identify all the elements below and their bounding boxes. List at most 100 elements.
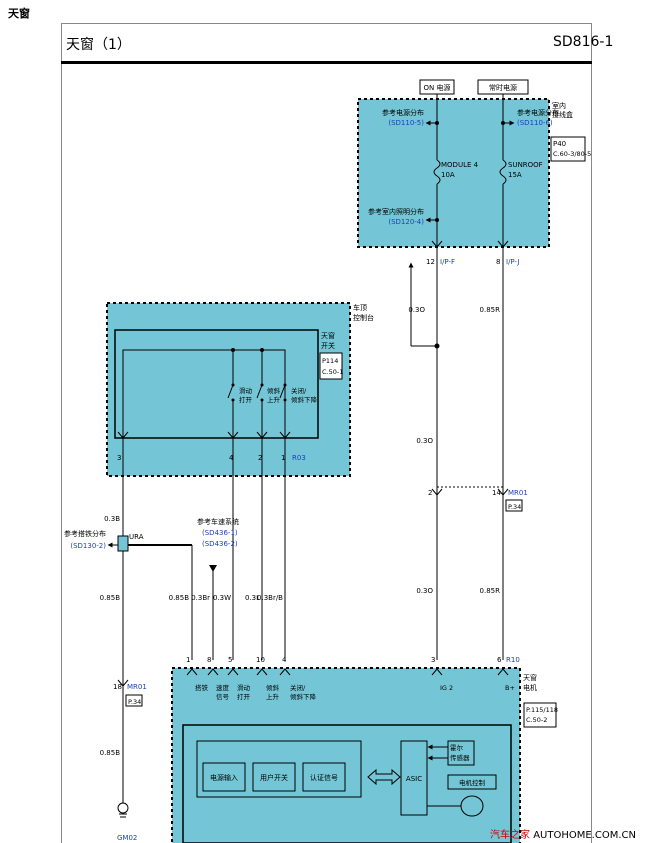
page-title: 天窗（1） [66, 37, 131, 53]
motor-ref-1: P.115/118 [526, 706, 558, 714]
mr01-conn: MR01 [508, 489, 528, 497]
motor-pinlabel-slide-1: 滑动 [237, 683, 251, 692]
console-pin-2: 2 [258, 454, 262, 462]
speed-ref-2: (SD436-1) [202, 529, 238, 537]
header-rule [61, 61, 592, 64]
roof-console-box [106, 302, 351, 477]
power-on-label: ON 电源 [424, 83, 451, 92]
watermark-cn: 汽车之家 [490, 830, 530, 841]
wire-w1: 0.3O [408, 306, 425, 314]
switch-ref-1: P114 [322, 357, 338, 365]
hall-label-1: 霍尔 [450, 743, 464, 752]
conn-ipj: I/P-J [506, 258, 519, 266]
top-caption: 天窗 [8, 7, 30, 20]
junction-ref-2: C.60-3/80-5 [553, 150, 591, 158]
ref-power-left-2: (SD110-5) [388, 119, 424, 127]
asic-label: ASIC [406, 775, 422, 783]
mr01-pin-14: 14 [492, 489, 501, 497]
motor-pin-4: 4 [282, 656, 287, 664]
mr01-left-ref: P.34 [128, 698, 141, 706]
mr01-pin-2: 2 [428, 489, 432, 497]
motor-pin-1: 1 [186, 656, 190, 664]
wire-w5: 0.85R [480, 587, 501, 595]
speed-ref-3: (SD436-2) [202, 540, 238, 548]
wire-w7: 0.85B [100, 594, 121, 602]
motor-label-1: 天窗 [523, 673, 537, 682]
sw1-label-2: 打开 [239, 395, 253, 404]
sw3-label-2: 倾斜下降 [291, 395, 318, 404]
block-power-input [202, 762, 246, 792]
motor-pinlabel-tilt-2: 上升 [266, 692, 280, 701]
fuse-right-rating: 15A [508, 171, 522, 179]
mr01-left-ref-box [125, 694, 143, 707]
ref-power-left-1: 参考电源分布 [382, 108, 424, 117]
mr01-left-pin: 18 [113, 683, 122, 691]
pin-8: 8 [496, 258, 500, 266]
watermark-url: AUTOHOME.COM.CN [533, 830, 636, 841]
motor-control-box [447, 774, 497, 790]
ref-power-right-1: 参考电源分布 [517, 108, 559, 117]
console-pin-3: 3 [117, 454, 121, 462]
wire-w10: 0.3W [213, 594, 231, 602]
wire-w8: 0.85B [169, 594, 190, 602]
sw3-label-1: 关闭/ [291, 386, 307, 395]
sw2-label-2: 上升 [267, 395, 281, 404]
ref-lighting-2: (SD120-4) [388, 218, 424, 226]
bus-arrow [367, 768, 401, 786]
roof-console-label-2: 控制台 [353, 313, 374, 322]
ground-ref-2: (SD130-2) [70, 542, 106, 550]
motor-control-label: 电机控制 [459, 778, 486, 787]
block-auth [302, 762, 346, 792]
motor-pin-8: 8 [207, 656, 211, 664]
motor-pin-6: 6 [497, 656, 502, 664]
ground-symbol [117, 802, 129, 814]
motor-label-2: 电机 [523, 683, 537, 692]
switch-label-1: 天窗 [321, 331, 335, 340]
hall-label-2: 传感器 [450, 753, 470, 762]
motor-ref-2: C.50-2 [526, 716, 547, 724]
sw2-label-1: 倾斜 [267, 386, 281, 395]
motor-pin-5: 5 [228, 656, 232, 664]
switch-ref-box [319, 352, 343, 380]
asic-box [400, 740, 428, 816]
fuse-left-name: MODULE 4 [441, 161, 479, 169]
ref-power-right-2: (SD110-6) [517, 119, 553, 127]
wire-w3: 0.3O [416, 437, 433, 445]
motor-inner-box [182, 724, 512, 843]
motor-pinlabel-speed-1: 速度 [216, 683, 230, 692]
speed-ref-1: 参考车速系统 [197, 517, 239, 526]
motor-pinlabel-ig2: IG 2 [440, 684, 453, 692]
junction-box [357, 98, 550, 248]
diagram-frame [61, 23, 592, 843]
watermark: 汽车之家 AUTOHOME.COM.CN [490, 826, 636, 841]
power-always-label: 常时电源 [489, 83, 517, 92]
console-pin-4: 4 [229, 454, 234, 462]
motor-pinlabel-slide-2: 打开 [237, 692, 251, 701]
junction-box-label-1: 室内 [552, 101, 566, 110]
ref-lighting-1: 参考室内照明分布 [368, 207, 424, 216]
ground-ref-1: 参考搭铁分布 [64, 529, 106, 538]
switch-label-2: 开关 [321, 341, 335, 350]
motor-conn-r10: R10 [506, 656, 520, 664]
splice-ura [117, 535, 129, 552]
fuse-left-rating: 10A [441, 171, 455, 179]
wire-w13: 0.85B [100, 749, 121, 757]
wire-w9: 0.3Br [191, 594, 210, 602]
junction-box-label-2: 接线盒 [552, 110, 573, 119]
motor-pinlabel-bplus: B+ [505, 684, 515, 692]
control-logic-box [196, 740, 362, 798]
pin-12: 12 [426, 258, 435, 266]
motor-pinlabel-close-1: 关闭/ [290, 683, 306, 692]
console-conn-r03: R03 [292, 454, 306, 462]
roof-console-label-1: 车顶 [353, 303, 367, 312]
wire-w2: 0.85R [480, 306, 501, 314]
wire-w4: 0.3O [416, 587, 433, 595]
page-code: SD816-1 [553, 34, 614, 50]
motor-pinlabel-speed-2: 信号 [216, 692, 230, 701]
wire-w6: 0.3B [104, 515, 120, 523]
mr01-left-conn: MR01 [127, 683, 147, 691]
motor-box [171, 667, 521, 843]
block-power-input-label: 电源输入 [210, 773, 238, 782]
motor-pinlabel-ground: 搭铁 [195, 683, 209, 692]
